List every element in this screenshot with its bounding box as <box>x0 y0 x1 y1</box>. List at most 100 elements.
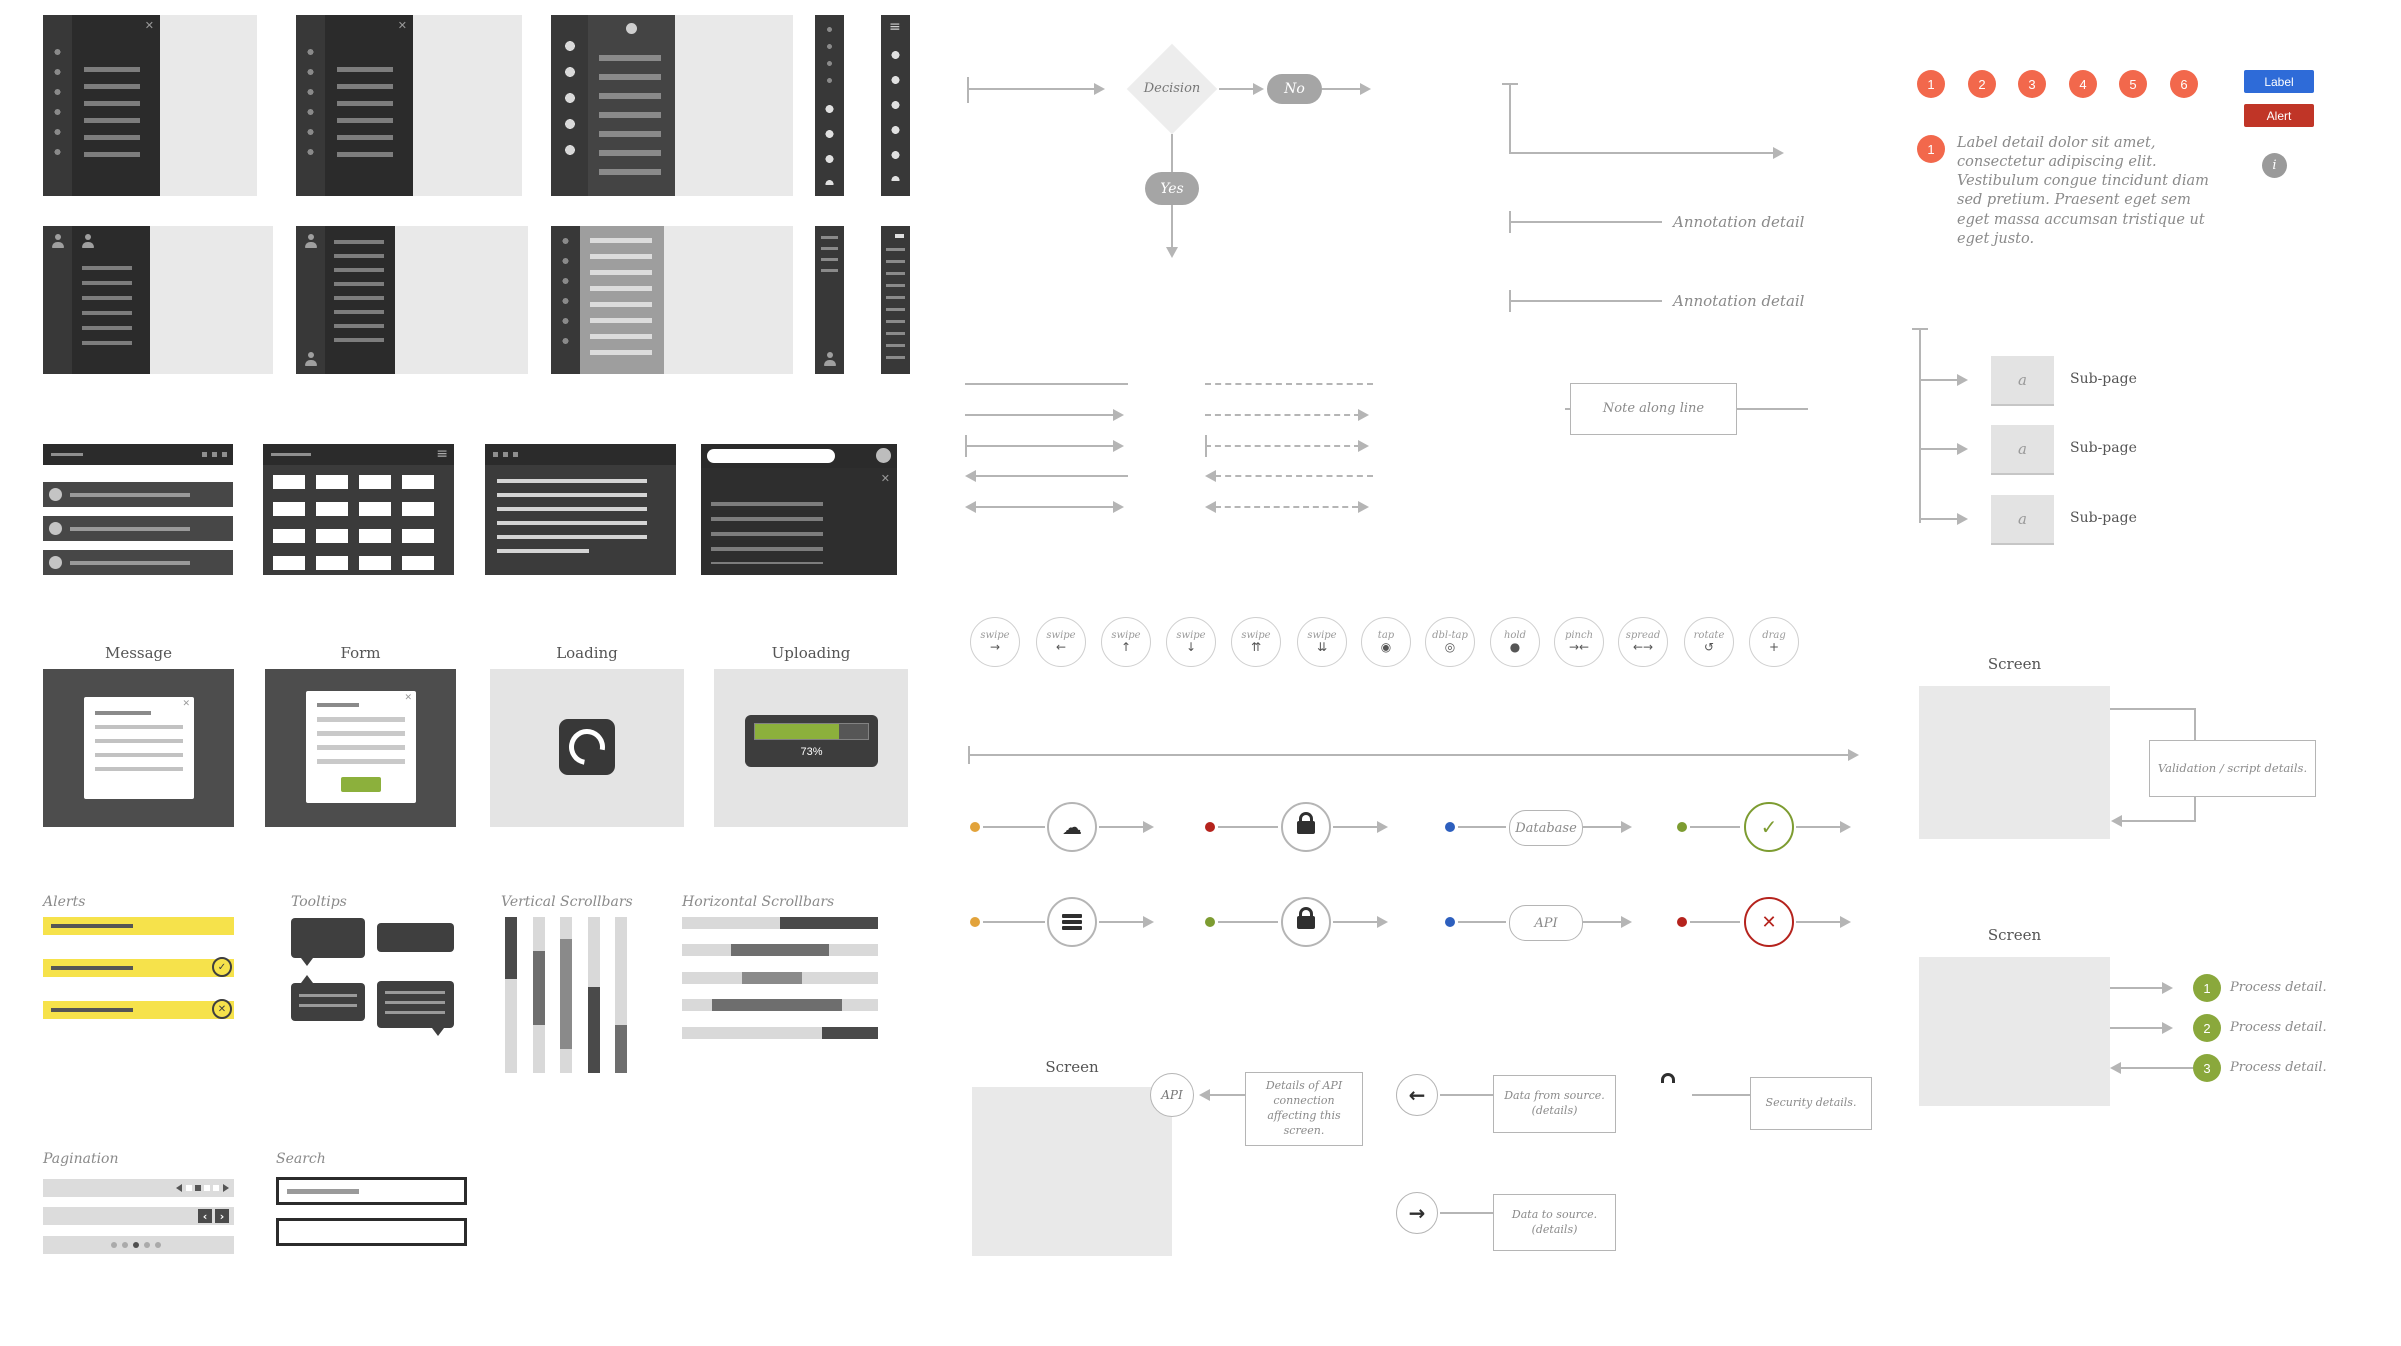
scroll-track[interactable] <box>682 1027 878 1039</box>
data-from-box[interactable]: Data from source. (details) <box>1493 1075 1616 1133</box>
success-node[interactable]: ✓ <box>1744 802 1794 852</box>
lock-node[interactable] <box>1281 802 1331 852</box>
info-icon[interactable]: i <box>2262 153 2287 178</box>
scroll-track[interactable] <box>588 917 600 1073</box>
search-wireframe[interactable]: ✕ <box>701 444 897 575</box>
marker-2[interactable]: 2 <box>1968 70 1996 98</box>
page-dot[interactable] <box>155 1242 161 1248</box>
pagination-bar-1[interactable] <box>43 1179 234 1197</box>
alert-bar-1[interactable] <box>43 917 234 935</box>
sidebar-wireframe-4[interactable] <box>43 226 273 374</box>
sidebar-wireframe-5[interactable] <box>296 226 528 374</box>
sidebar-wireframe-3[interactable] <box>551 15 793 196</box>
lock-node[interactable] <box>1281 897 1331 947</box>
sidebar-wireframe-2[interactable]: ✕ <box>296 15 522 196</box>
menu-icon[interactable]: ≡ <box>436 446 448 462</box>
no-pill[interactable]: No <box>1267 74 1322 104</box>
layers-node[interactable] <box>1047 897 1097 947</box>
yes-pill[interactable]: Yes <box>1145 172 1199 205</box>
screen-box-right-bottom[interactable] <box>1919 957 2110 1106</box>
marker-1[interactable]: 1 <box>1917 70 1945 98</box>
pagination-bar-2[interactable]: ‹ › <box>43 1207 234 1225</box>
tooltip-3[interactable] <box>291 975 365 1021</box>
scroll-track[interactable] <box>560 917 572 1073</box>
close-icon[interactable]: ✕ <box>182 699 190 709</box>
label-detail-marker[interactable]: 1 <box>1917 135 1945 163</box>
alert-bar-success[interactable]: ✓ <box>43 957 234 977</box>
database-pill[interactable]: Database <box>1509 810 1583 846</box>
list-wireframe[interactable] <box>43 444 233 575</box>
screen-box-right-top[interactable] <box>1919 686 2110 839</box>
prev-button[interactable]: ‹ <box>198 1209 212 1223</box>
scroll-thumb[interactable] <box>533 951 545 1025</box>
alert-bar-error[interactable]: ✕ <box>43 999 234 1019</box>
sidebar-wireframe-6[interactable] <box>551 226 793 374</box>
tooltip-1[interactable] <box>291 918 365 966</box>
submit-button[interactable] <box>341 777 381 792</box>
page-dot-active[interactable] <box>195 1185 201 1191</box>
page-dot[interactable] <box>111 1242 117 1248</box>
uploading-wireframe[interactable]: 73% <box>714 669 908 827</box>
page-dot[interactable] <box>186 1185 192 1191</box>
api-badge[interactable]: API <box>1150 1073 1194 1117</box>
scroll-track[interactable] <box>533 917 545 1073</box>
message-modal-wireframe[interactable]: ✕ <box>43 669 234 827</box>
outgoing-data-node[interactable]: → <box>1396 1192 1438 1234</box>
scroll-thumb[interactable] <box>560 939 572 1049</box>
gesture-rotate[interactable]: rotate↺ <box>1684 617 1734 667</box>
form-modal-wireframe[interactable]: ✕ <box>265 669 456 827</box>
rail-wireframe-2[interactable]: ≡ <box>881 15 910 196</box>
scroll-thumb[interactable] <box>731 944 829 956</box>
cloud-node[interactable]: ☁ <box>1047 802 1097 852</box>
process-marker-3[interactable]: 3 <box>2193 1054 2221 1082</box>
scroll-thumb[interactable] <box>588 987 600 1073</box>
validation-box[interactable]: Validation / script details. <box>2149 740 2316 797</box>
gesture-spread[interactable]: spread←→ <box>1618 617 1668 667</box>
gesture-drag[interactable]: drag+ <box>1749 617 1799 667</box>
data-to-box[interactable]: Data to source. (details) <box>1493 1194 1616 1251</box>
scroll-track[interactable] <box>682 972 878 984</box>
process-marker-1[interactable]: 1 <box>2193 974 2221 1002</box>
api-pill[interactable]: API <box>1509 905 1583 941</box>
incoming-data-node[interactable]: ← <box>1396 1074 1438 1116</box>
pagination-bar-3[interactable] <box>43 1236 234 1254</box>
gesture-swipe-up[interactable]: swipe↑ <box>1101 617 1151 667</box>
tooltip-4[interactable] <box>377 981 454 1036</box>
scroll-thumb[interactable] <box>505 917 517 979</box>
error-node[interactable]: ✕ <box>1744 897 1794 947</box>
subpage-thumb-2[interactable]: a <box>1991 425 2054 475</box>
scroll-thumb[interactable] <box>742 972 802 984</box>
sidebar-wireframe-1[interactable]: ✕ <box>43 15 257 196</box>
gesture-swipe-down[interactable]: swipe↓ <box>1166 617 1216 667</box>
prev-arrow-icon[interactable] <box>176 1184 182 1192</box>
page-dot[interactable] <box>122 1242 128 1248</box>
screen-box-mid[interactable] <box>972 1087 1172 1256</box>
scroll-track[interactable] <box>682 917 878 929</box>
search-input-2[interactable] <box>276 1218 467 1246</box>
rail-wireframe-4[interactable] <box>881 226 910 374</box>
next-arrow-icon[interactable] <box>223 1184 229 1192</box>
gesture-pinch[interactable]: pinch→← <box>1554 617 1604 667</box>
tooltip-2[interactable] <box>377 923 454 952</box>
gesture-dbl-tap[interactable]: dbl-tap◎ <box>1425 617 1475 667</box>
api-details-box[interactable]: Details of API connection affecting this… <box>1245 1072 1363 1146</box>
scroll-track[interactable] <box>505 917 517 1073</box>
page-dot[interactable] <box>213 1185 219 1191</box>
close-icon[interactable]: ✕ <box>880 472 890 485</box>
marker-4[interactable]: 4 <box>2069 70 2097 98</box>
gesture-tap[interactable]: tap◉ <box>1361 617 1411 667</box>
next-button[interactable]: › <box>215 1209 229 1223</box>
gesture-swipe-down-double[interactable]: swipe⇊ <box>1297 617 1347 667</box>
gesture-hold[interactable]: hold● <box>1490 617 1540 667</box>
label-chip[interactable]: Label <box>2244 70 2314 93</box>
marker-6[interactable]: 6 <box>2170 70 2198 98</box>
close-icon[interactable]: ✕ <box>144 19 154 32</box>
rail-wireframe-3[interactable] <box>815 226 844 374</box>
rail-wireframe-1[interactable] <box>815 15 844 196</box>
menu-icon[interactable]: ≡ <box>889 19 901 35</box>
subpage-thumb-1[interactable]: a <box>1991 356 2054 406</box>
search-bar[interactable] <box>707 449 835 463</box>
scroll-thumb[interactable] <box>822 1027 878 1039</box>
table-wireframe[interactable]: ≡ <box>263 444 454 575</box>
scroll-thumb[interactable] <box>712 999 842 1011</box>
